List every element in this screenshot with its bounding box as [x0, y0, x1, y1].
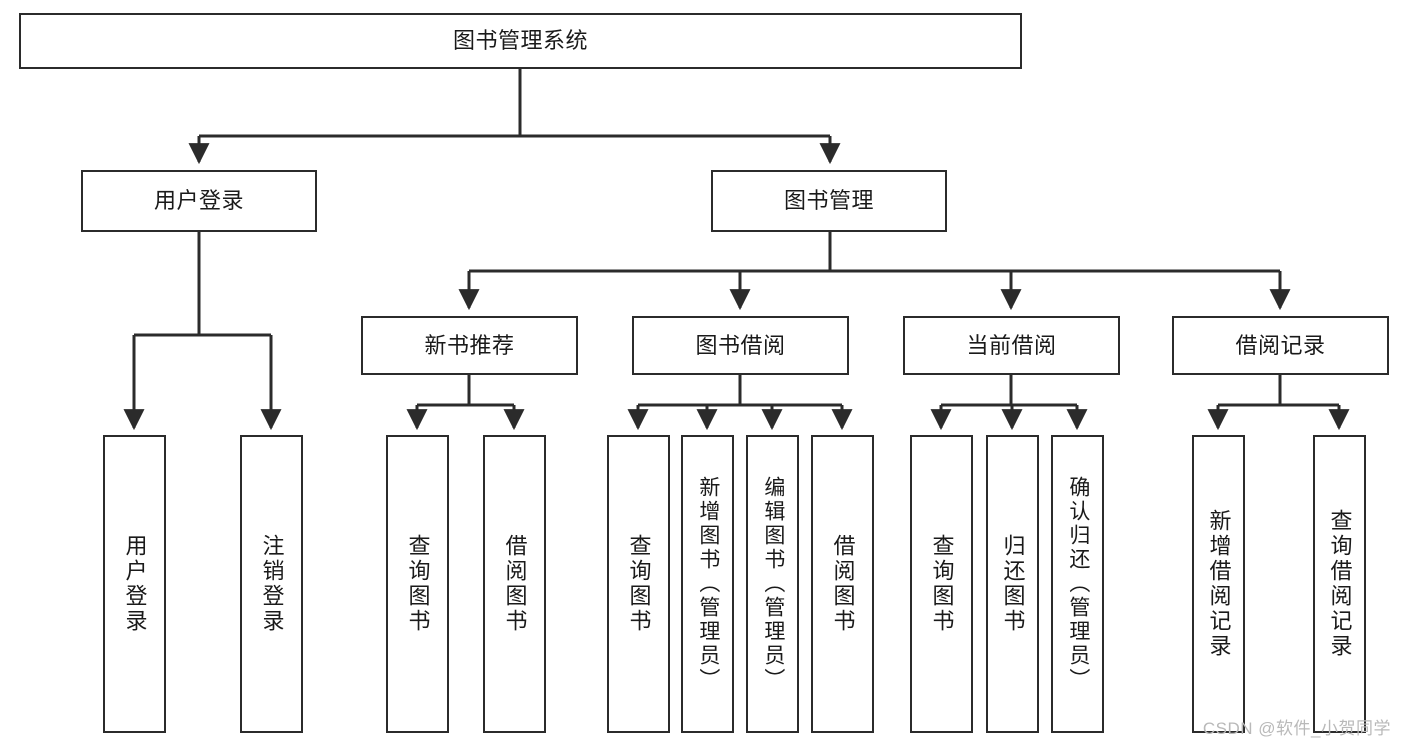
- node-label: 新增借阅记录: [1206, 509, 1232, 659]
- node-current-borrow[interactable]: 当前借阅: [903, 316, 1120, 375]
- node-book-manage[interactable]: 图书管理: [711, 170, 947, 232]
- node-leaf-query-book-borrow[interactable]: 查询图书: [607, 435, 670, 733]
- node-label: 用户登录: [122, 534, 148, 634]
- node-label: 新增图书（管理员）: [696, 476, 720, 692]
- node-label: 图书管理: [783, 188, 874, 214]
- node-leaf-edit-book-admin[interactable]: 编辑图书（管理员）: [746, 435, 799, 733]
- node-leaf-return-book[interactable]: 归还图书: [986, 435, 1039, 733]
- node-label: 借阅图书: [830, 534, 856, 634]
- node-leaf-query-book-recommend[interactable]: 查询图书: [386, 435, 449, 733]
- node-label: 借阅记录: [1235, 332, 1326, 358]
- node-leaf-borrow-book[interactable]: 借阅图书: [811, 435, 874, 733]
- node-borrow-record[interactable]: 借阅记录: [1172, 316, 1389, 375]
- node-label: 用户登录: [153, 188, 244, 214]
- node-label: 新书推荐: [424, 332, 515, 358]
- node-label: 图书借阅: [695, 332, 786, 358]
- node-label: 注销登录: [259, 534, 285, 634]
- node-leaf-borrow-book-recommend[interactable]: 借阅图书: [483, 435, 546, 733]
- node-label: 归还图书: [1000, 534, 1026, 634]
- node-leaf-user-login[interactable]: 用户登录: [103, 435, 166, 733]
- node-leaf-add-book-admin[interactable]: 新增图书（管理员）: [681, 435, 734, 733]
- node-user-login[interactable]: 用户登录: [81, 170, 317, 232]
- node-book-borrow[interactable]: 图书借阅: [632, 316, 849, 375]
- node-leaf-confirm-return-admin[interactable]: 确认归还（管理员）: [1051, 435, 1104, 733]
- node-label: 当前借阅: [966, 332, 1057, 358]
- node-leaf-query-book-current[interactable]: 查询图书: [910, 435, 973, 733]
- node-leaf-query-borrow-record[interactable]: 查询借阅记录: [1313, 435, 1366, 733]
- node-new-book-recommend[interactable]: 新书推荐: [361, 316, 578, 375]
- node-root-system[interactable]: 图书管理系统: [19, 13, 1022, 69]
- node-label: 借阅图书: [502, 534, 528, 634]
- node-leaf-add-borrow-record[interactable]: 新增借阅记录: [1192, 435, 1245, 733]
- node-label: 查询借阅记录: [1327, 509, 1353, 659]
- node-label: 查询图书: [929, 534, 955, 634]
- node-label: 图书管理系统: [452, 28, 588, 54]
- node-label: 确认归还（管理员）: [1066, 476, 1090, 692]
- node-label: 查询图书: [405, 534, 431, 634]
- node-label: 编辑图书（管理员）: [761, 476, 785, 692]
- node-label: 查询图书: [626, 534, 652, 634]
- node-leaf-logout[interactable]: 注销登录: [240, 435, 303, 733]
